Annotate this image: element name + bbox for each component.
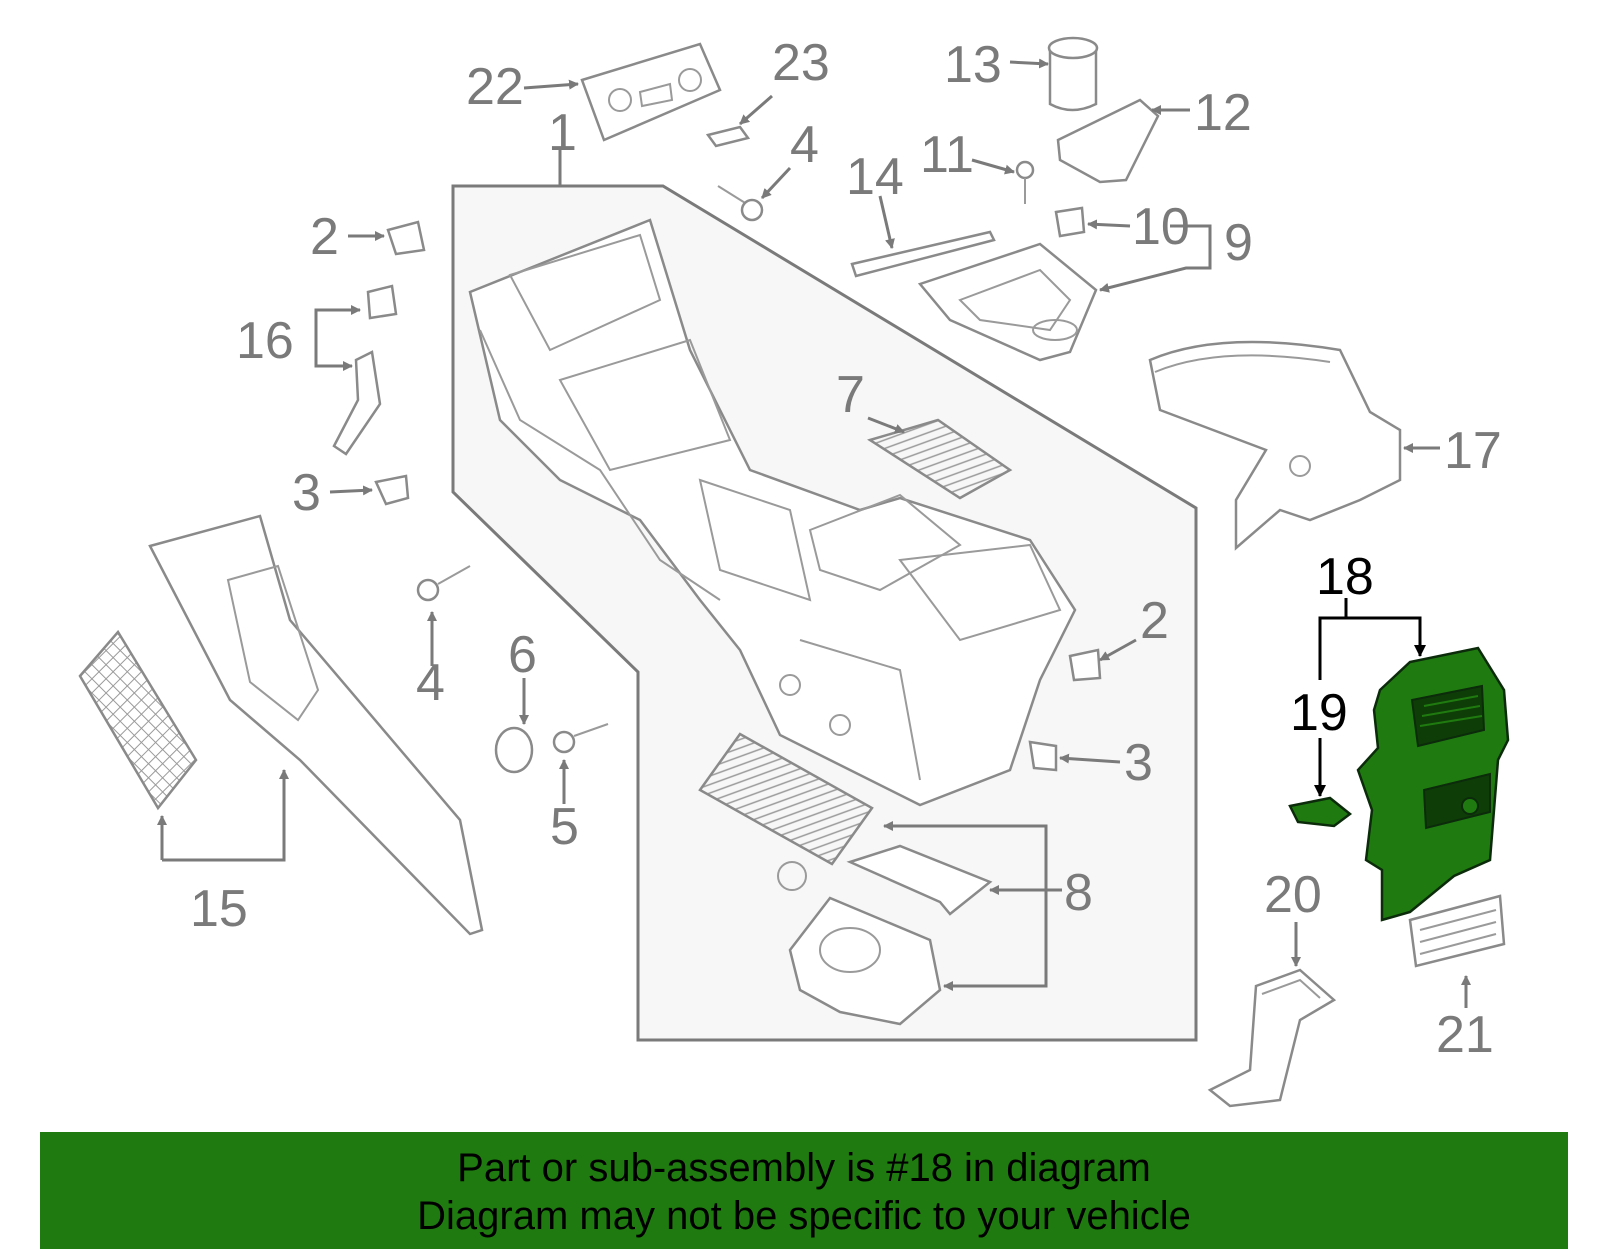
callout-17: 17 bbox=[1444, 422, 1502, 480]
part-14-trim-strip bbox=[850, 230, 996, 278]
callout-15: 15 bbox=[190, 880, 248, 938]
callout-18: 18 bbox=[1316, 548, 1374, 606]
part-6-plug bbox=[494, 726, 534, 774]
callout-10: 10 bbox=[1132, 198, 1190, 256]
part-11-bolt bbox=[1015, 160, 1035, 204]
part-21-vent-insert bbox=[1408, 894, 1506, 968]
part-8-storage-bins bbox=[698, 732, 993, 1026]
callout-21: 21 bbox=[1436, 1006, 1494, 1064]
center-console-body bbox=[468, 218, 1077, 807]
callout-7: 7 bbox=[836, 366, 865, 424]
part-16-bracket-lower bbox=[332, 350, 382, 456]
part-19-clip bbox=[1288, 796, 1353, 828]
part-16-bracket-upper bbox=[366, 284, 398, 320]
part-15-side-panel bbox=[78, 514, 484, 936]
part-13-cup-insert bbox=[1047, 36, 1099, 112]
callout-3-left: 3 bbox=[292, 464, 321, 522]
callout-16: 16 bbox=[236, 312, 294, 370]
part-5-screw bbox=[552, 723, 609, 754]
part-2-clip-lower bbox=[1068, 648, 1102, 682]
part-7-rubber-mat bbox=[867, 418, 1013, 500]
callout-14: 14 bbox=[846, 148, 904, 206]
callout-5: 5 bbox=[550, 798, 579, 856]
part-18-rear-vent-panel bbox=[1356, 646, 1510, 922]
callout-8: 8 bbox=[1064, 864, 1093, 922]
part-info-banner: Part or sub-assembly is #18 in diagram D… bbox=[40, 1132, 1568, 1249]
callout-4-left: 4 bbox=[416, 654, 445, 712]
leader-lines bbox=[157, 58, 1471, 1008]
callout-19: 19 bbox=[1290, 684, 1348, 742]
callout-13: 13 bbox=[944, 36, 1002, 94]
callout-11: 11 bbox=[920, 126, 974, 184]
part-2-clip-upper bbox=[386, 220, 426, 256]
callout-20: 20 bbox=[1264, 866, 1322, 924]
callout-22: 22 bbox=[466, 58, 524, 116]
callout-12: 12 bbox=[1194, 84, 1252, 142]
part-22-trim-bezel bbox=[580, 42, 722, 142]
part-9-storage-tray bbox=[917, 242, 1098, 362]
banner-line-1: Part or sub-assembly is #18 in diagram bbox=[457, 1146, 1151, 1190]
callout-9: 9 bbox=[1224, 214, 1253, 272]
part-3-clip-right bbox=[1028, 740, 1058, 772]
part-4-screw-top bbox=[717, 185, 764, 222]
part-12-bracket bbox=[1056, 98, 1160, 184]
callout-23: 23 bbox=[772, 34, 830, 92]
callout-3-right: 3 bbox=[1124, 734, 1153, 792]
callout-4-top: 4 bbox=[790, 116, 819, 174]
callout-2-lower: 2 bbox=[1140, 592, 1169, 650]
part-17-armrest bbox=[1148, 340, 1402, 551]
part-4-screw-left bbox=[416, 565, 471, 602]
part-23-clip bbox=[705, 125, 751, 148]
part-10-clip bbox=[1054, 206, 1086, 238]
banner-line-2: Diagram may not be specific to your vehi… bbox=[417, 1194, 1191, 1238]
callout-6: 6 bbox=[508, 626, 537, 684]
callout-2-upper: 2 bbox=[310, 208, 339, 266]
callout-numbers: 1 2 2 3 3 4 4 5 6 7 8 9 10 11 12 13 14 1… bbox=[190, 34, 1502, 1064]
callout-1: 1 bbox=[548, 104, 577, 162]
part-20-air-duct bbox=[1207, 968, 1337, 1108]
part-3-clip-left bbox=[374, 474, 410, 506]
